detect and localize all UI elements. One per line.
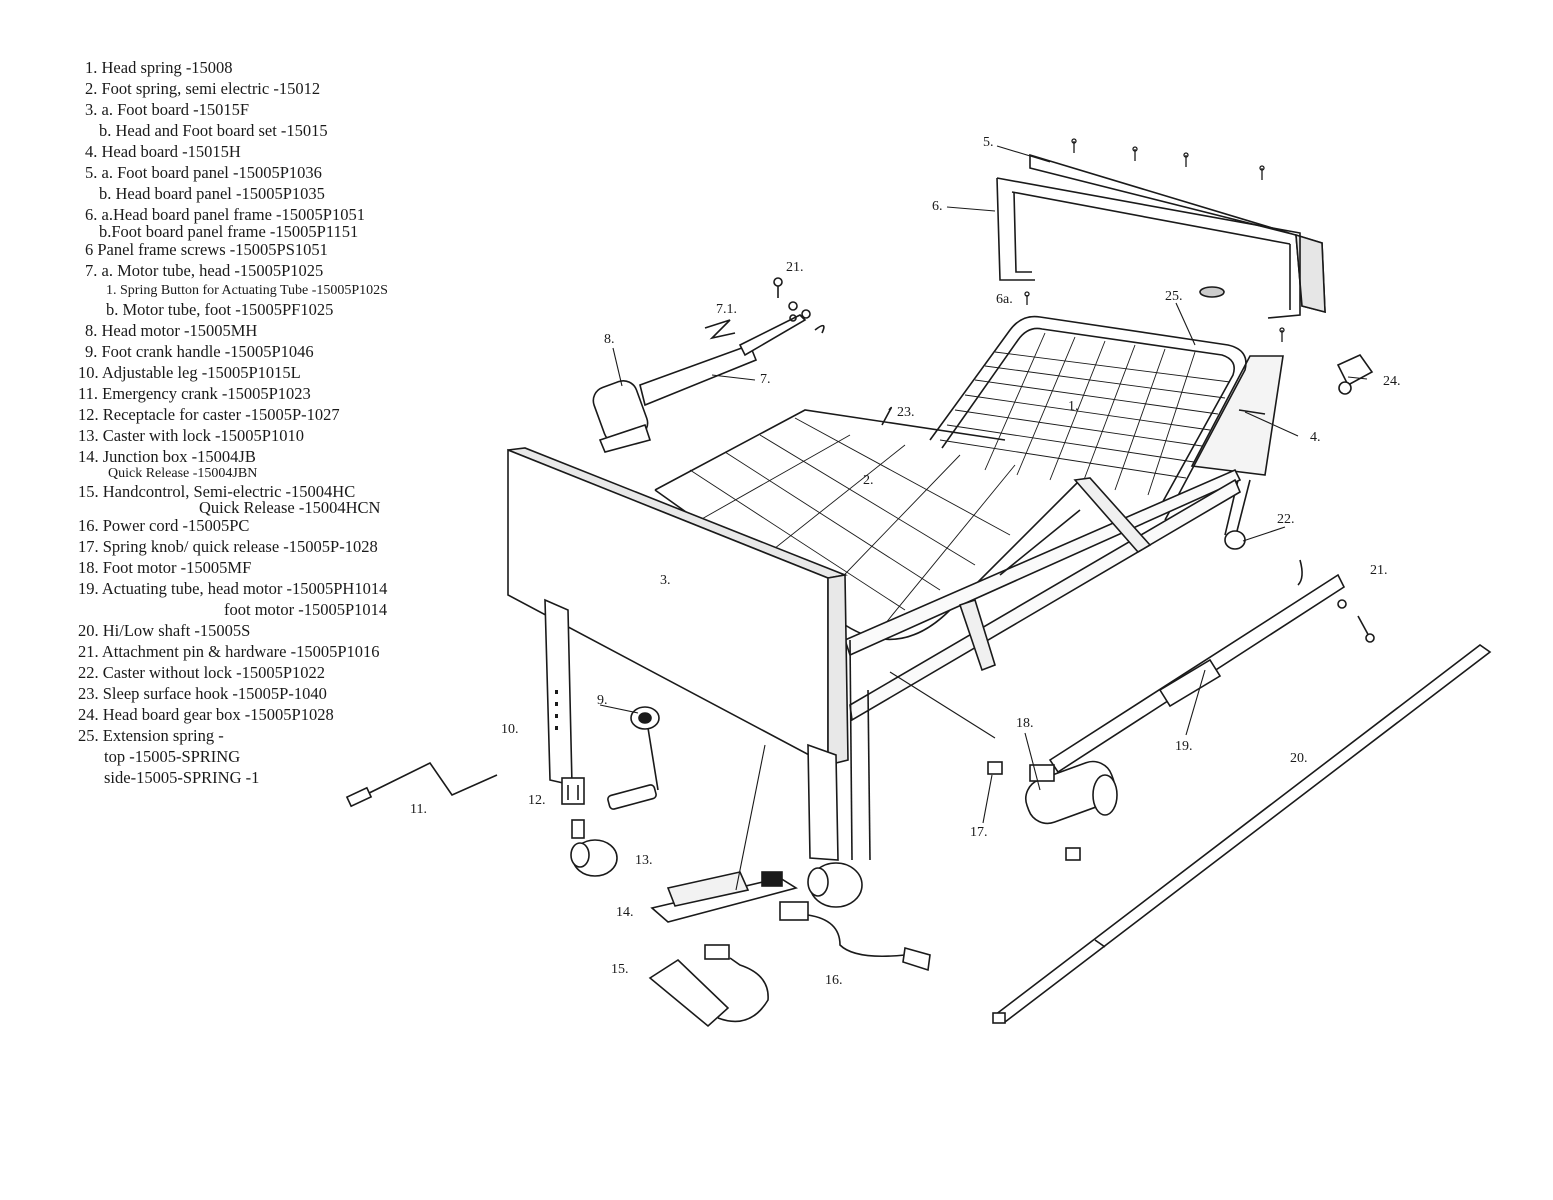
parts-list-item: 11. Emergency crank -15005P1023: [78, 384, 311, 403]
emergency-crank: [345, 761, 498, 808]
parts-list-item: 25. Extension spring -: [78, 726, 224, 745]
head-motor: [592, 380, 652, 453]
parts-list-item: foot motor -15005P1014: [224, 600, 388, 619]
parts-list-item: 1. Head spring -15008: [85, 58, 233, 77]
foot-spring: [654, 409, 1081, 641]
callout-25: 25.: [1165, 289, 1183, 304]
parts-list-item: 12. Receptacle for caster -15005P-1027: [78, 405, 340, 424]
callout-6: 6.: [932, 199, 943, 214]
callout-16: 16.: [825, 973, 843, 988]
callout-11: 11.: [410, 802, 427, 817]
parts-list-item: 24. Head board gear box -15005P1028: [78, 705, 334, 724]
parts-list-item: 22. Caster without lock -15005P1022: [78, 663, 326, 682]
bed-frame-rails: [844, 468, 1242, 861]
leader-lines: [599, 145, 1368, 891]
callout-5: 5.: [983, 135, 994, 150]
caster-with-lock: [570, 819, 618, 877]
parts-list-item: 13. Caster with lock -15005P1010: [78, 426, 304, 445]
attachment-pin: [1337, 599, 1375, 643]
callout-15: 15.: [611, 962, 629, 977]
parts-list-item: b. Motor tube, foot -15005PF1025: [106, 300, 334, 319]
attachment-pin: [773, 277, 798, 322]
parts-list-item: b. Head board panel -15005P1035: [99, 184, 325, 203]
head-board-gear-box: [1336, 353, 1374, 395]
callout-18: 18.: [1016, 716, 1034, 731]
head-motor-tube: [639, 309, 825, 407]
callout-6a: 6a.: [996, 292, 1013, 307]
caster-receptacle: [561, 777, 585, 805]
bed-caster: [807, 862, 863, 908]
parts-list-item: 17. Spring knob/ quick release -15005P-1…: [78, 537, 378, 556]
sleep-surface-hook: [881, 406, 893, 426]
parts-list-item: top -15005-SPRING: [104, 747, 241, 766]
callout-21-right: 21.: [1370, 563, 1388, 578]
caster-without-lock: [1224, 530, 1246, 550]
callout-19: 19.: [1175, 739, 1193, 754]
callout-4: 4.: [1310, 430, 1321, 445]
parts-list-item: side-15005-SPRING -1: [104, 768, 260, 787]
parts-list-item: 6. a.Head board panel frame -15005P1051: [85, 205, 365, 224]
callout-3: 3.: [660, 573, 671, 588]
panel-screws: [1024, 138, 1285, 342]
foot-board: [507, 447, 849, 861]
actuating-tube: [1048, 559, 1346, 774]
parts-list-item: 4. Head board -15015H: [85, 142, 241, 161]
spring-knob: [987, 761, 1081, 861]
headboard-panel-frame: [996, 177, 1301, 319]
parts-list-item: b. Head and Foot board set -15015: [99, 121, 328, 140]
callout-12: 12.: [528, 793, 546, 808]
parts-list-item: Quick Release -15004HCN: [199, 498, 381, 517]
parts-list-item: 20. Hi/Low shaft -15005S: [78, 621, 251, 640]
callout-17: 17.: [970, 825, 988, 840]
parts-list-item: 18. Foot motor -15005MF: [78, 558, 252, 577]
parts-list-item: 10. Adjustable leg -15005P1015L: [78, 363, 301, 382]
parts-list-item: 21. Attachment pin & hardware -15005P101…: [78, 642, 380, 661]
parts-list-item: 9. Foot crank handle -15005P1046: [85, 342, 314, 361]
callout-14: 14.: [616, 905, 634, 920]
parts-list-item: 19. Actuating tube, head motor -15005PH1…: [78, 579, 388, 598]
head-spring: [929, 315, 1247, 521]
parts-list-item: b.Foot board panel frame -15005P1151: [99, 222, 359, 241]
callout-7: 7.: [760, 372, 771, 387]
headboard-panel: [1029, 153, 1326, 314]
callout-20: 20.: [1290, 751, 1308, 766]
callout-labels: 1. 2. 3. 4. 5. 6. 6a. 7. 7.1. 8. 9. 10. …: [410, 135, 1401, 988]
parts-list-item: 16. Power cord -15005PC: [78, 516, 250, 535]
head-board: [1190, 355, 1284, 536]
callout-2: 2.: [863, 473, 874, 488]
parts-list-item: 1. Spring Button for Actuating Tube -150…: [106, 283, 388, 298]
callout-1: 1.: [1068, 399, 1079, 414]
parts-list-item: 6 Panel frame screws -15005PS1051: [85, 240, 328, 259]
callout-13: 13.: [635, 853, 653, 868]
foot-crank-handle: [607, 706, 660, 810]
parts-list: 1. Head spring -15008 2. Foot spring, se…: [0, 0, 470, 800]
parts-list-item: 2. Foot spring, semi electric -15012: [85, 79, 321, 98]
hi-low-shaft: [992, 644, 1492, 1024]
parts-list-item: 15. Handcontrol, Semi-electric -15004HC: [78, 482, 356, 501]
callout-24: 24.: [1383, 374, 1401, 389]
junction-box: [650, 871, 798, 923]
callout-22: 22.: [1277, 512, 1295, 527]
foot-motor: [1025, 760, 1118, 825]
parts-list-item: 8. Head motor -15005MH: [85, 321, 258, 340]
extension-spring: [1199, 286, 1225, 298]
callout-9: 9.: [597, 693, 608, 708]
callout-7-1: 7.1.: [716, 302, 737, 317]
parts-list-item: 5. a. Foot board panel -15005P1036: [85, 163, 322, 182]
parts-list-item: Quick Release -15004JBN: [108, 466, 258, 481]
callout-23: 23.: [897, 405, 915, 420]
hand-control: [648, 944, 769, 1028]
callout-8: 8.: [604, 332, 615, 347]
parts-list-item: 23. Sleep surface hook -15005P-1040: [78, 684, 327, 703]
callout-21-top: 21.: [786, 260, 804, 275]
parts-list-item: 3. a. Foot board -15015F: [85, 100, 250, 119]
parts-list-item: 7. a. Motor tube, head -15005P1025: [85, 261, 324, 280]
parts-list-item: 14. Junction box -15004JB: [78, 447, 256, 466]
callout-10: 10.: [501, 722, 519, 737]
power-cord: [779, 901, 931, 972]
